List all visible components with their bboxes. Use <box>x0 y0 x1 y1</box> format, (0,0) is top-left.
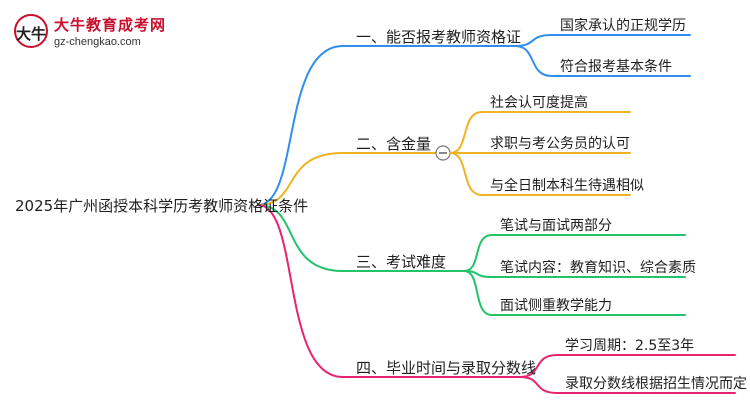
leaf-topic-2-3[interactable]: 与全日制本科生待遇相似 <box>490 178 644 194</box>
root-topic[interactable]: 2025年广州函授本科学历考教师资格证条件 <box>15 197 309 215</box>
branch-topic-2[interactable]: 二、含金量 <box>356 135 432 153</box>
logo-mark-icon: 大牛 <box>14 14 48 48</box>
logo-title: 大牛教育成考网 <box>54 16 167 34</box>
branch-connector-4 <box>257 204 344 378</box>
branch-connector-3 <box>257 204 344 272</box>
logo-url: gz-chengkao.com <box>54 36 141 48</box>
logo-mark-text: 大牛 <box>16 25 47 43</box>
leaf-connector-2-1 <box>449 111 483 154</box>
leaf-connector-4-2 <box>519 376 558 394</box>
branch-topic-1[interactable]: 一、能否报考教师资格证 <box>356 28 522 46</box>
leaf-connector-3-3 <box>463 270 493 316</box>
branch-connector-2 <box>257 152 344 206</box>
leaf-connector-3-1 <box>463 234 493 272</box>
leaf-topic-4-1[interactable]: 学习周期：2.5至3年 <box>565 338 695 354</box>
leaf-topic-1-1[interactable]: 国家承认的正规学历 <box>560 18 686 34</box>
leaf-topic-3-1[interactable]: 笔试与面试两部分 <box>500 218 612 234</box>
leaf-topic-2-2[interactable]: 求职与考公务员的认可 <box>490 136 630 152</box>
branch-topic-3[interactable]: 三、考试难度 <box>356 253 447 271</box>
site-logo[interactable]: 大牛 大牛教育成考网 gz-chengkao.com <box>8 10 178 54</box>
leaf-topic-4-2[interactable]: 录取分数线根据招生情况而定 <box>565 376 747 392</box>
leaf-topic-3-3[interactable]: 面试侧重教学能力 <box>500 298 612 314</box>
leaf-topic-3-2[interactable]: 笔试内容：教育知识、综合素质 <box>500 260 696 276</box>
leaf-topic-2-1[interactable]: 社会认可度提高 <box>490 95 588 111</box>
leaf-connector-1-2 <box>514 45 553 77</box>
branch-topic-4[interactable]: 四、毕业时间与录取分数线 <box>356 359 537 377</box>
leaf-connector-2-3 <box>449 152 483 196</box>
branch-connector-1 <box>257 45 344 206</box>
leaf-topic-1-2[interactable]: 符合报考基本条件 <box>560 59 672 75</box>
